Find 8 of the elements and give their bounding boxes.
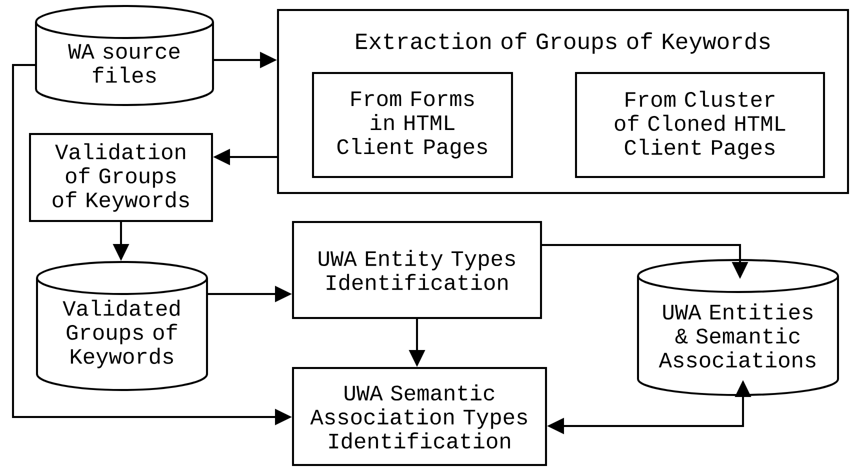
cylinder: UWA Entities & Semantic Associations (637, 259, 839, 396)
process-box: UWA Semantic Association Types Identification (292, 367, 547, 466)
process-box: From Forms in HTML Client Pages (312, 72, 513, 178)
process-box: UWA Entity Types Identification (292, 221, 542, 319)
cylinder: Validated Groups of Keywords (36, 261, 208, 391)
cylinder: WA source files (35, 5, 214, 106)
process-box: Validation of Groups of Keywords (29, 133, 213, 222)
process-box: From Cluster of Cloned HTML Client Pages (575, 72, 825, 178)
